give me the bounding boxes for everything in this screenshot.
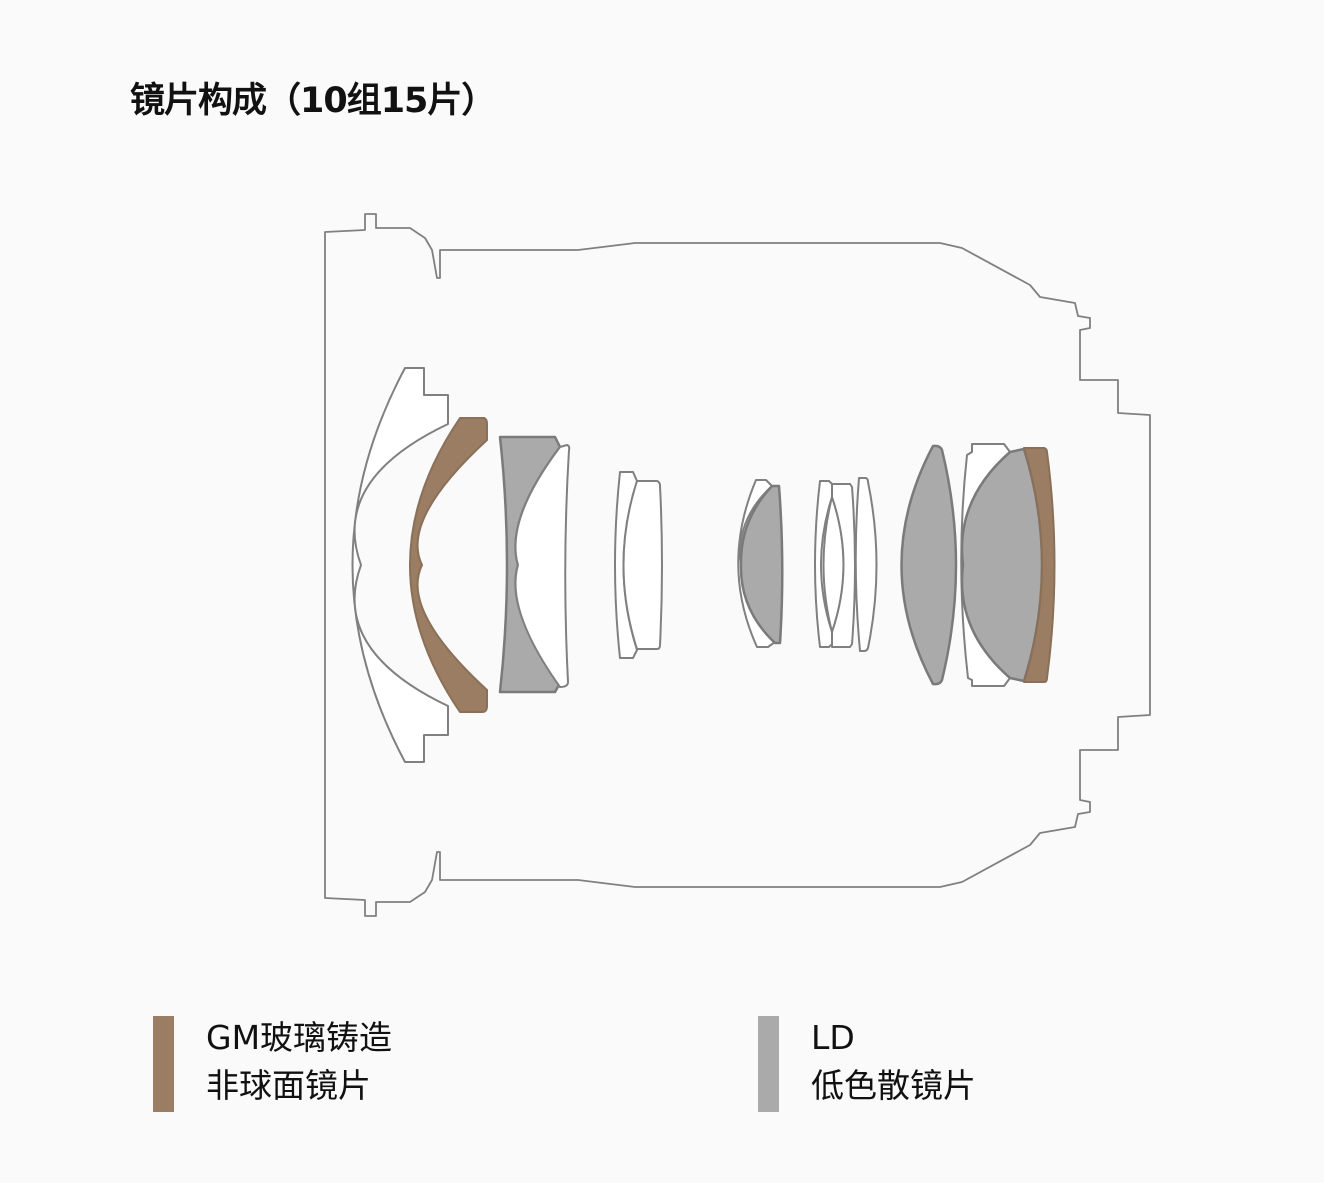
lens-element-1	[351, 367, 449, 763]
legend-gm-line1: GM玻璃铸造	[206, 1018, 393, 1057]
legend-gm-aspherical: GM玻璃铸造 非球面镜片	[153, 1016, 392, 1112]
lens-element-11	[831, 483, 856, 648]
gm-swatch	[153, 1016, 174, 1112]
legend-ld-line1: LD	[811, 1018, 855, 1057]
lens-element-4	[514, 444, 571, 688]
lens-element-12	[854, 477, 878, 652]
lens-element-gm-aspherical-2	[1023, 447, 1056, 683]
legend-ld-line2: 低色散镜片	[811, 1066, 976, 1105]
legend-gm-line2: 非球面镜片	[206, 1066, 371, 1105]
page-title: 镜片构成（10组15片）	[130, 81, 496, 121]
lens-element-6	[622, 480, 663, 650]
lens-element-ld-3	[900, 444, 958, 686]
lens-element-gm-aspherical-1	[409, 417, 488, 713]
legend-ld: LD 低色散镜片	[758, 1016, 976, 1112]
lens-element-ld-2	[739, 484, 784, 645]
ld-swatch	[758, 1016, 779, 1112]
